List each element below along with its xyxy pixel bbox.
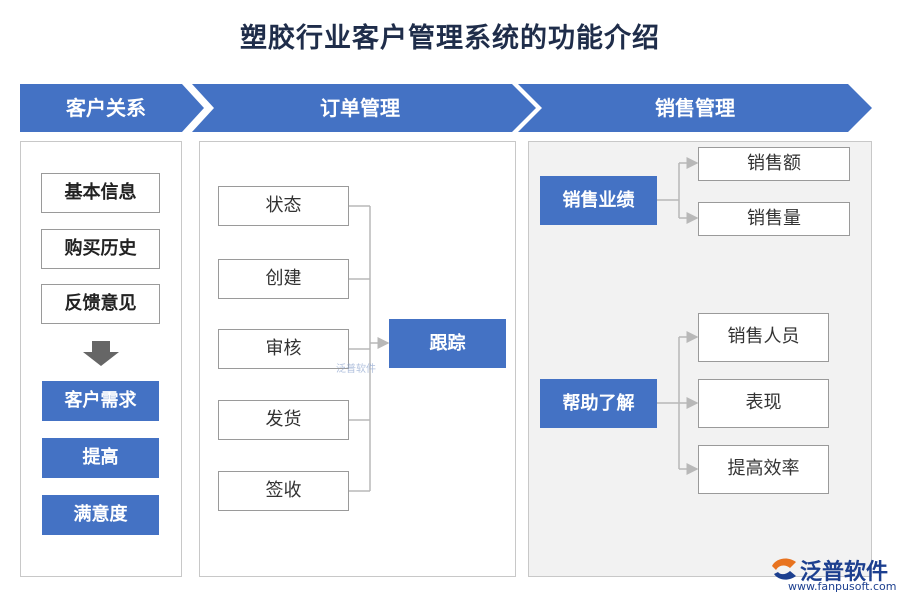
customer-info-basic: 基本信息	[41, 173, 160, 213]
brand-url: www.fanpusoft.com	[788, 580, 897, 593]
customer-info-feedback: 反馈意见	[41, 284, 160, 324]
sales-performance-show: 表现	[698, 379, 829, 428]
sales-performance: 销售业绩	[540, 176, 657, 225]
customer-result-improve: 提高	[42, 438, 159, 478]
customer-result-satisfaction: 满意度	[42, 495, 159, 535]
order-target-track: 跟踪	[389, 319, 506, 368]
page-title: 塑胶行业客户管理系统的功能介绍	[240, 23, 660, 54]
performance-bracket	[657, 157, 699, 224]
sales-personnel: 销售人员	[698, 313, 829, 362]
order-step-create: 创建	[218, 259, 349, 299]
order-bracket	[349, 205, 390, 492]
order-step-review: 审核	[218, 329, 349, 369]
sales-improve-efficiency: 提高效率	[698, 445, 829, 494]
banner-arrow-1	[20, 84, 204, 132]
customer-info-history: 购买历史	[41, 229, 160, 269]
sales-help-understand: 帮助了解	[540, 379, 657, 428]
banner-sales-management: 销售管理	[655, 96, 735, 120]
sales-amount: 销售额	[698, 147, 850, 181]
banner-arrow-3	[518, 84, 872, 132]
help-bracket	[657, 331, 699, 475]
order-step-ship: 发货	[218, 400, 349, 440]
brand-name: 泛普软件	[800, 560, 889, 585]
customer-result-needs: 客户需求	[42, 381, 159, 421]
order-step-status: 状态	[218, 186, 349, 226]
watermark-text: 泛普软件	[336, 364, 376, 375]
banner-order-management: 订单管理	[320, 96, 400, 120]
sales-volume: 销售量	[698, 202, 850, 236]
banner-arrow-2	[192, 84, 536, 132]
banner-customer-relations: 客户关系	[66, 96, 146, 120]
order-step-receive: 签收	[218, 471, 349, 511]
down-arrow-icon	[83, 341, 119, 366]
